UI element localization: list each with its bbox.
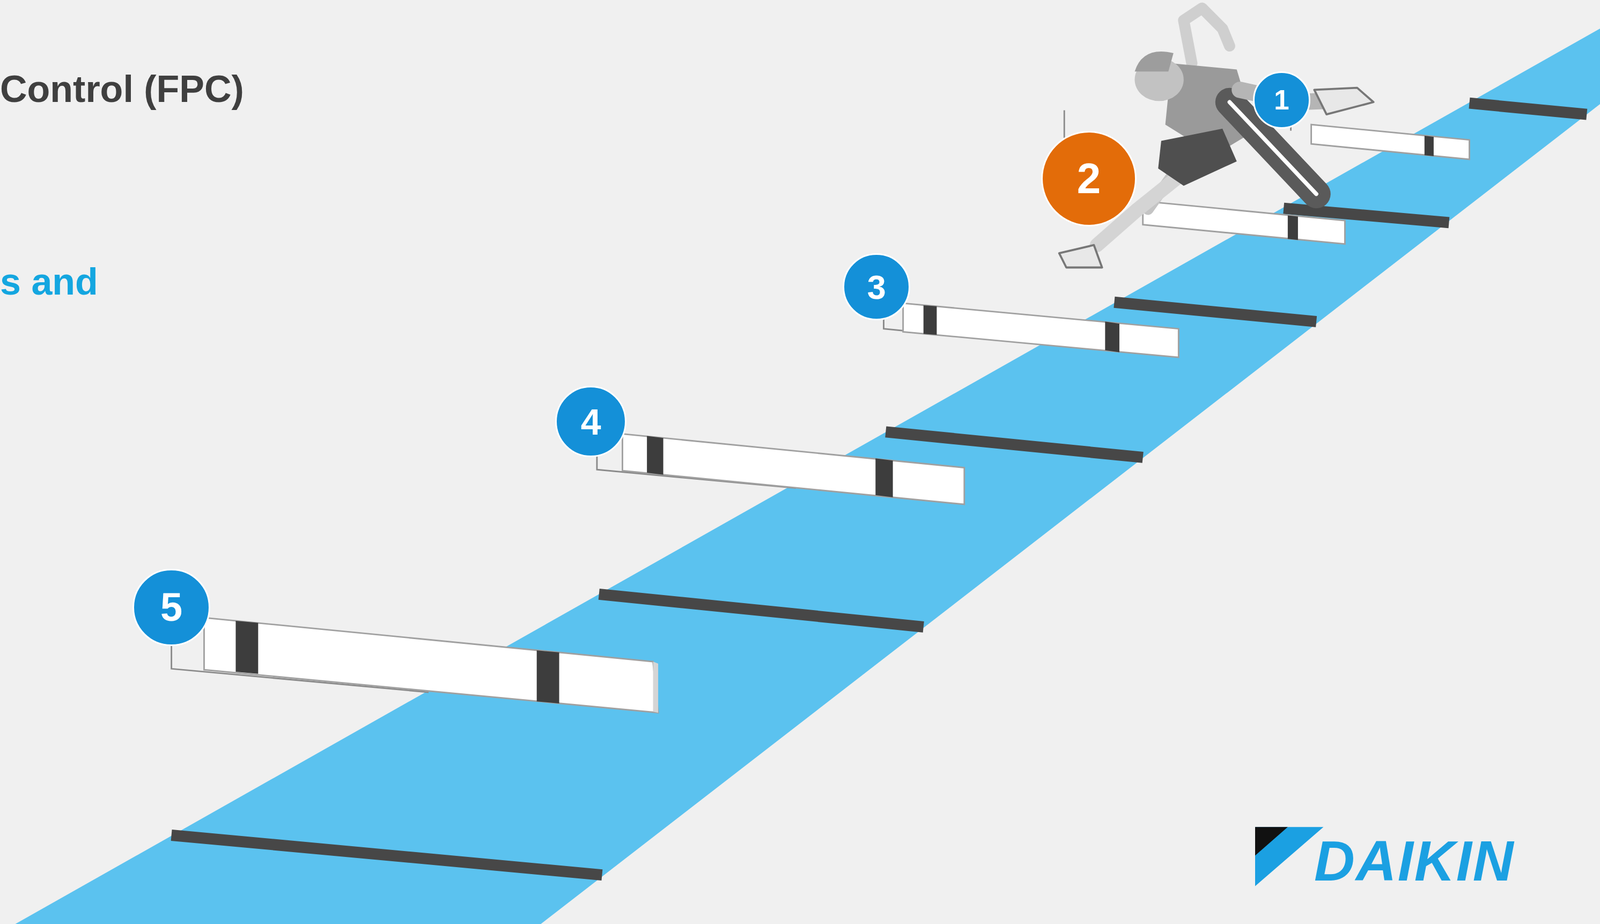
logo-mark [1255, 826, 1324, 886]
callout-number: 3 [867, 267, 887, 307]
hurdle [903, 303, 1179, 358]
running-track [15, 28, 1600, 924]
callout-number: 1 [1273, 84, 1289, 116]
hurdle-legs [171, 109, 1292, 692]
subtitle-fragment: s and [0, 260, 99, 304]
slide-title: Control (FPC) [0, 67, 245, 111]
hurdle [1311, 124, 1470, 160]
hurdle [622, 433, 964, 505]
callout-circle: 5 [132, 568, 211, 647]
callout-circle: 4 [555, 385, 627, 457]
callout-number: 4 [580, 400, 602, 443]
callout-circle: 3 [842, 253, 911, 321]
callout-circle: 2 [1041, 130, 1138, 227]
hurdle [203, 617, 659, 713]
callout-number: 5 [160, 584, 183, 630]
callout-number: 2 [1077, 153, 1102, 204]
lane-lines [171, 102, 1588, 875]
callout-circle: 1 [1252, 71, 1311, 129]
brand-logo-text: DAIKIN [1314, 828, 1515, 894]
